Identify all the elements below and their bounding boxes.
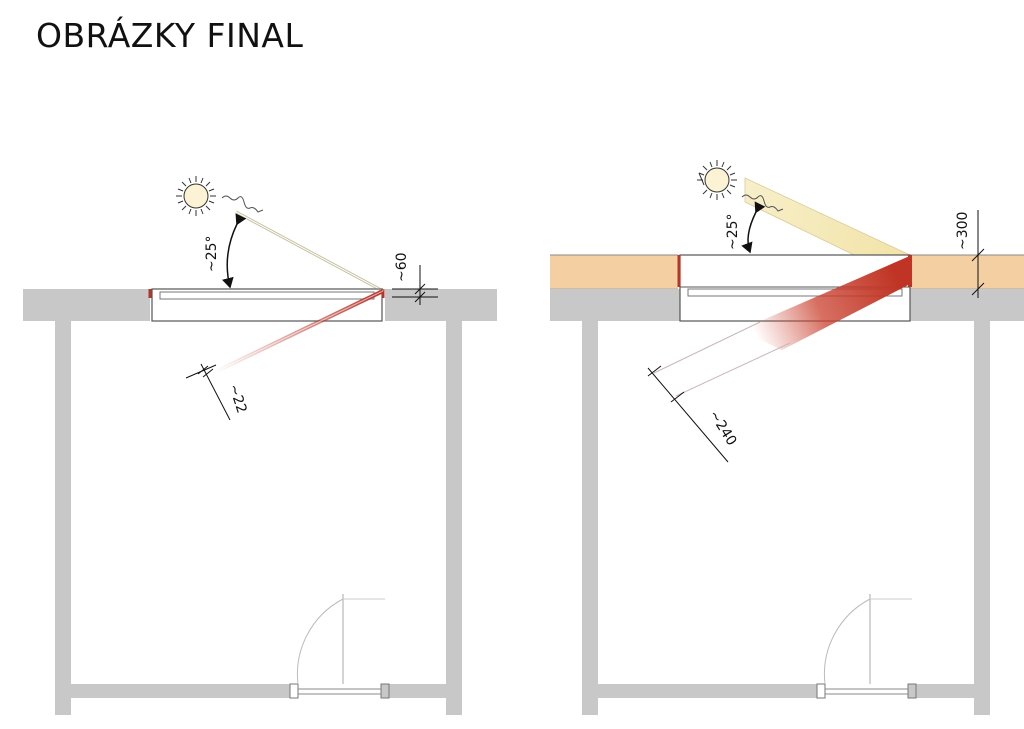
left-sun-icon	[176, 176, 216, 216]
right-dim-top-label: ~300	[955, 212, 971, 250]
right-dim-bottom	[647, 365, 729, 463]
left-skylight-frame	[148, 288, 385, 322]
left-dim-top	[392, 265, 438, 305]
left-dim-top-label: ~60	[394, 252, 410, 282]
right-angle-label: ~25°	[725, 213, 741, 250]
left-dim-bottom	[185, 363, 231, 421]
right-reflection-beam	[740, 255, 912, 350]
right-roof-slab	[550, 289, 1024, 321]
left-diagram: ~25° ~60 ~22	[23, 176, 497, 715]
page-title: OBRÁZKY FINAL	[36, 16, 304, 55]
right-sun-icon	[697, 160, 737, 200]
left-roof-slab	[23, 289, 497, 321]
right-angle-arc	[741, 201, 766, 254]
left-angle-label: ~25°	[204, 235, 220, 272]
right-diagram: ~25° ~300 ~240	[550, 160, 1024, 715]
right-door-swing	[823, 594, 912, 685]
left-heat-wave-icon	[221, 195, 264, 213]
right-heat-wave-icon	[741, 194, 784, 212]
left-door-swing	[296, 594, 385, 685]
left-angle-arc	[221, 213, 247, 289]
right-dim-top	[971, 210, 985, 298]
left-dim-bottom-label: ~22	[225, 382, 249, 415]
left-room-walls	[55, 321, 462, 715]
right-dim-bottom-label: ~240	[706, 408, 740, 449]
right-room-walls	[582, 321, 990, 715]
